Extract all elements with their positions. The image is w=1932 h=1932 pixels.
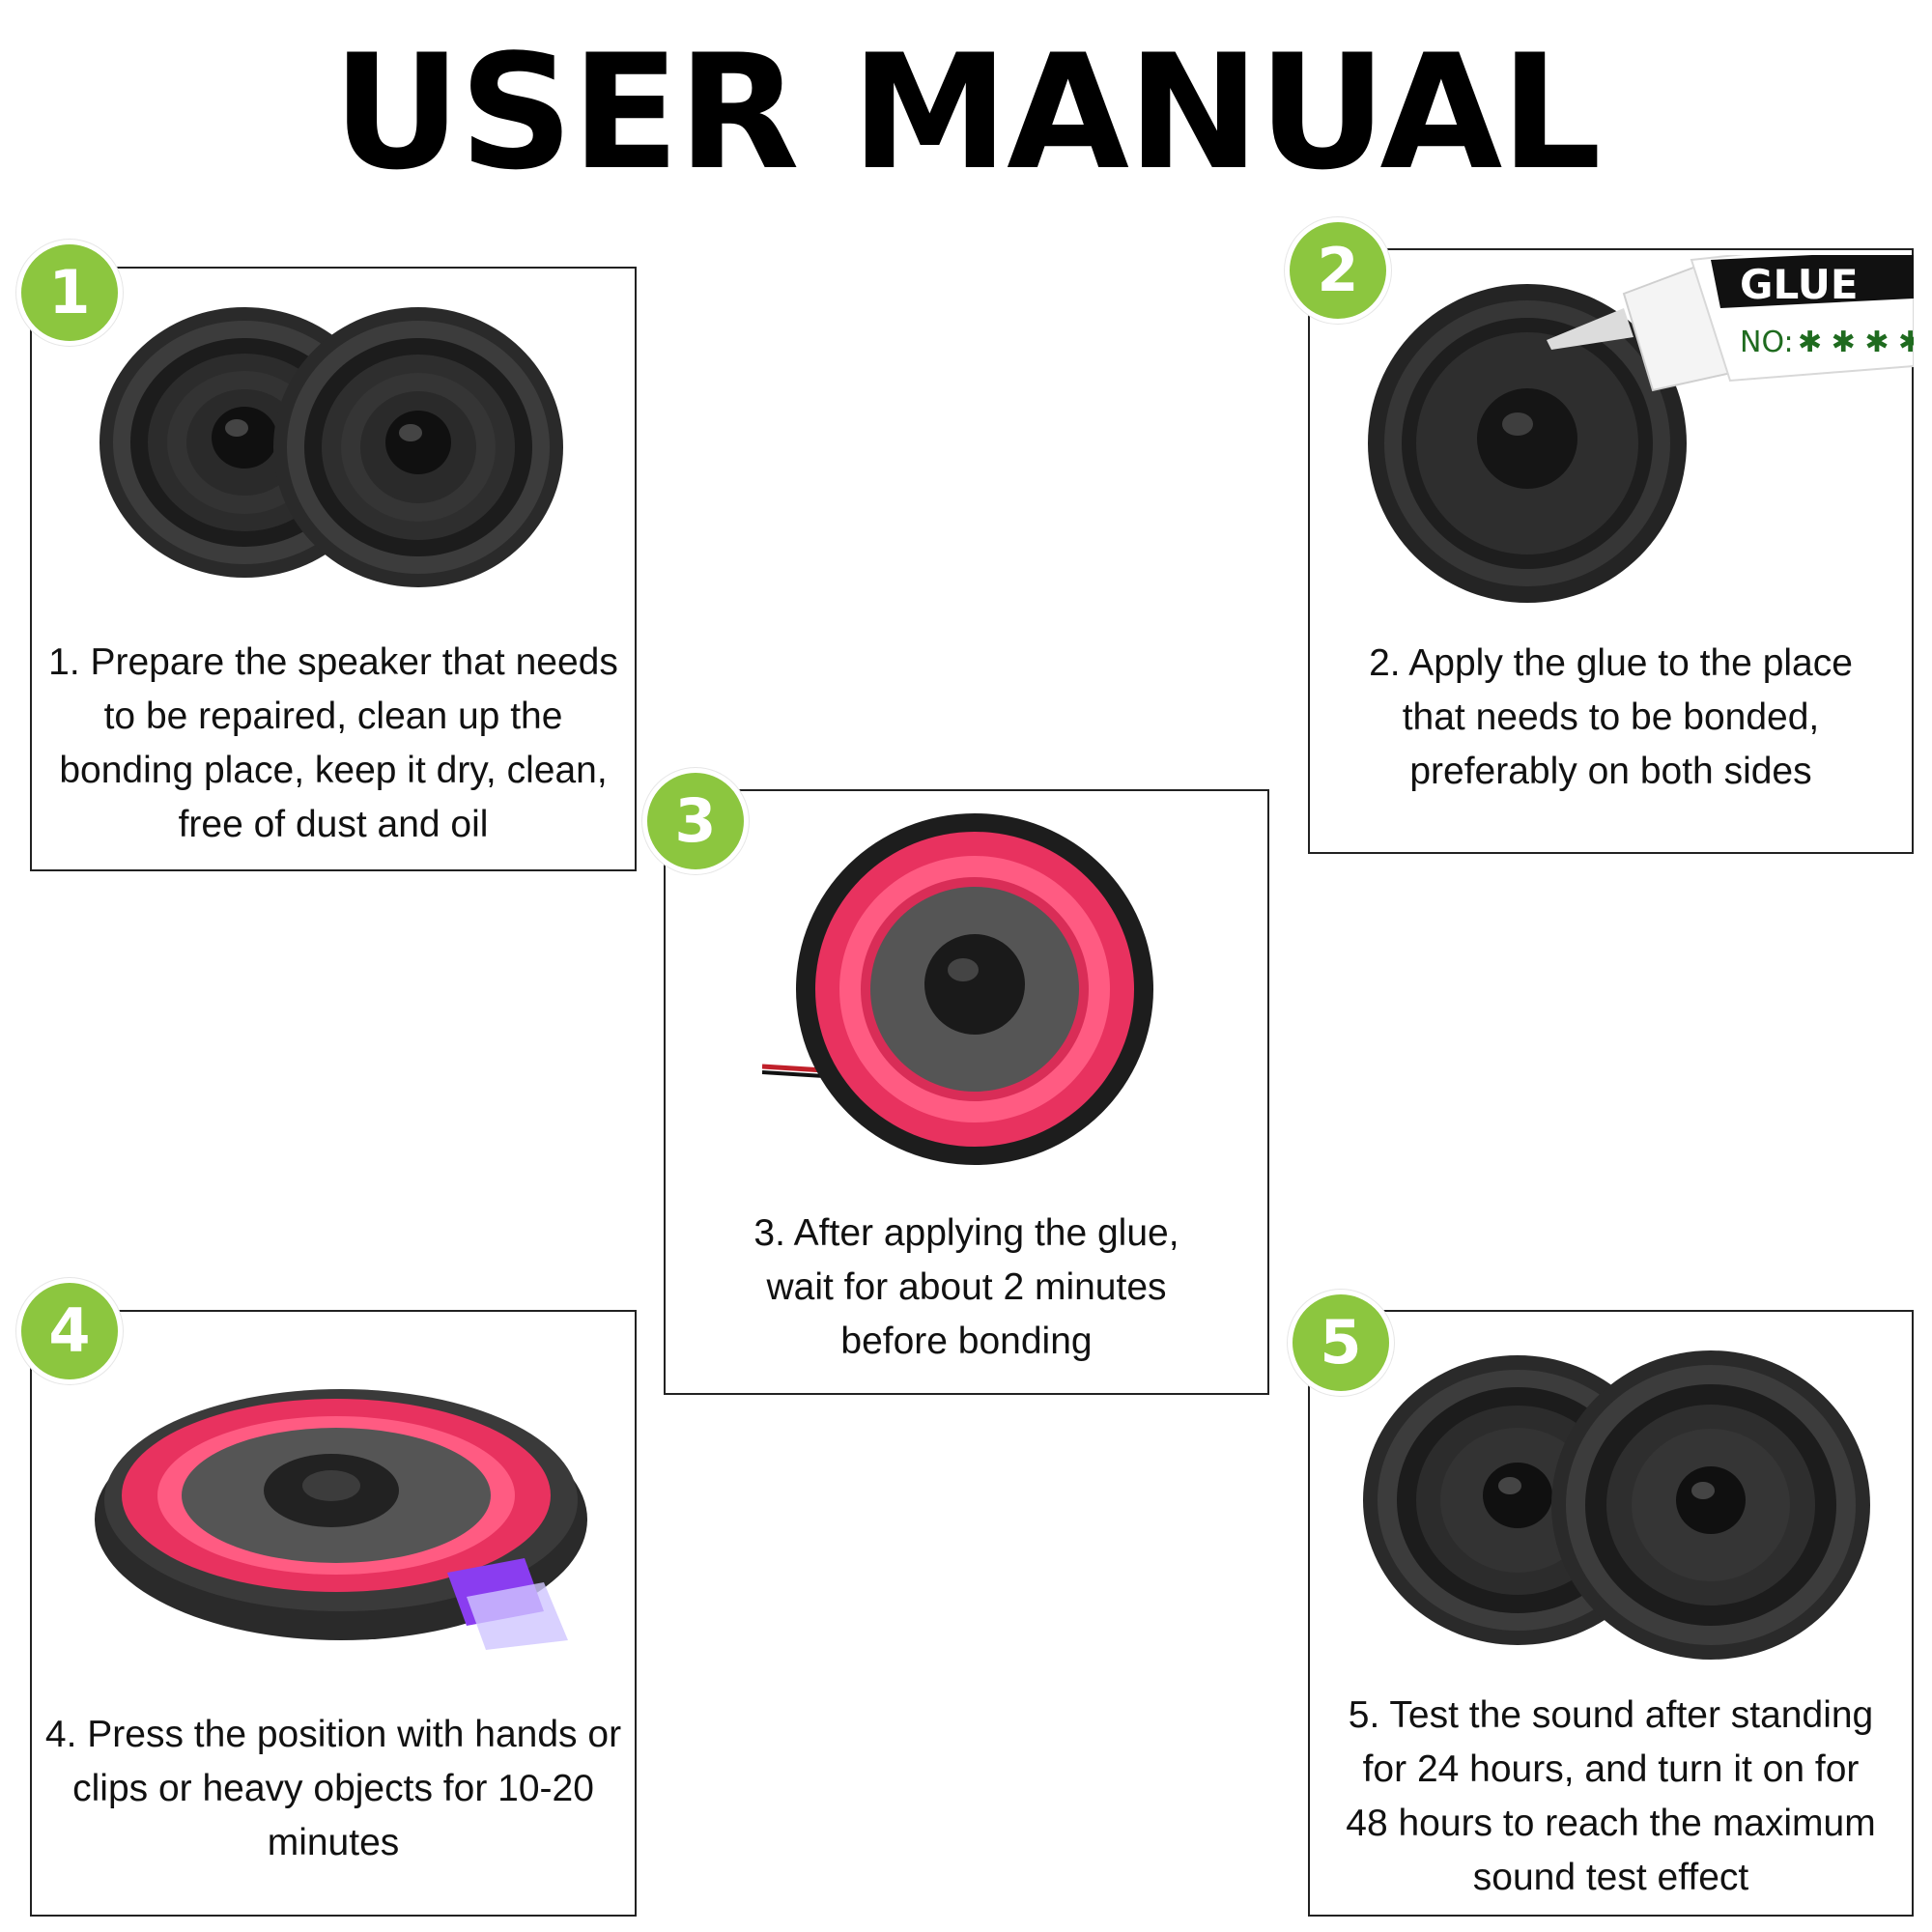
- glue-label: GLUE: [1740, 261, 1859, 308]
- step-4-caption: 4. Press the position with hands or clip…: [44, 1714, 622, 1863]
- step-2-caption: 2. Apply the glue to the place that need…: [1369, 642, 1853, 792]
- speaker-single: [1368, 284, 1687, 603]
- step-4-badge: 4: [16, 1278, 123, 1384]
- step-card-3: 3. After applying the glue, wait for abo…: [664, 789, 1269, 1395]
- step-card-4: 4. Press the position with hands or clip…: [30, 1310, 637, 1917]
- glue-tube-icon: GLUE NO: ✱ ✱ ✱ ✱: [1547, 255, 1914, 392]
- speaker-right: [273, 307, 563, 587]
- clip-icon: [447, 1558, 568, 1650]
- step-card-2: GLUE NO: ✱ ✱ ✱ ✱ 2. Apply the glue to th…: [1308, 248, 1914, 854]
- glue-no-label: NO:: [1740, 326, 1794, 359]
- page-title: USER MANUAL: [332, 20, 1602, 205]
- step-5-caption: 5. Test the sound after standing for 24 …: [1346, 1694, 1876, 1898]
- step-1-badge: 1: [16, 240, 123, 346]
- glue-stars-icon: ✱ ✱ ✱ ✱: [1798, 326, 1914, 359]
- step-1-caption: 1. Prepare the speaker that needs to be …: [48, 641, 618, 845]
- speaker-right: [1551, 1350, 1870, 1660]
- speaker-pair-image-final: [1363, 1350, 1870, 1660]
- step-card-1: 1. Prepare the speaker that needs to be …: [30, 267, 637, 871]
- step-card-5: 5. Test the sound after standing for 24 …: [1308, 1310, 1914, 1917]
- step-3-badge: 3: [642, 768, 749, 874]
- speaker-red-image: [762, 813, 1153, 1165]
- step-3-caption: 3. After applying the glue, wait for abo…: [753, 1212, 1179, 1362]
- speaker-pair-image: [99, 307, 563, 587]
- step-2-badge: 2: [1285, 217, 1391, 324]
- step-5-badge: 5: [1288, 1290, 1394, 1396]
- speaker-glue-image: GLUE NO: ✱ ✱ ✱ ✱: [1368, 255, 1914, 603]
- speaker-clip-image: [95, 1389, 587, 1650]
